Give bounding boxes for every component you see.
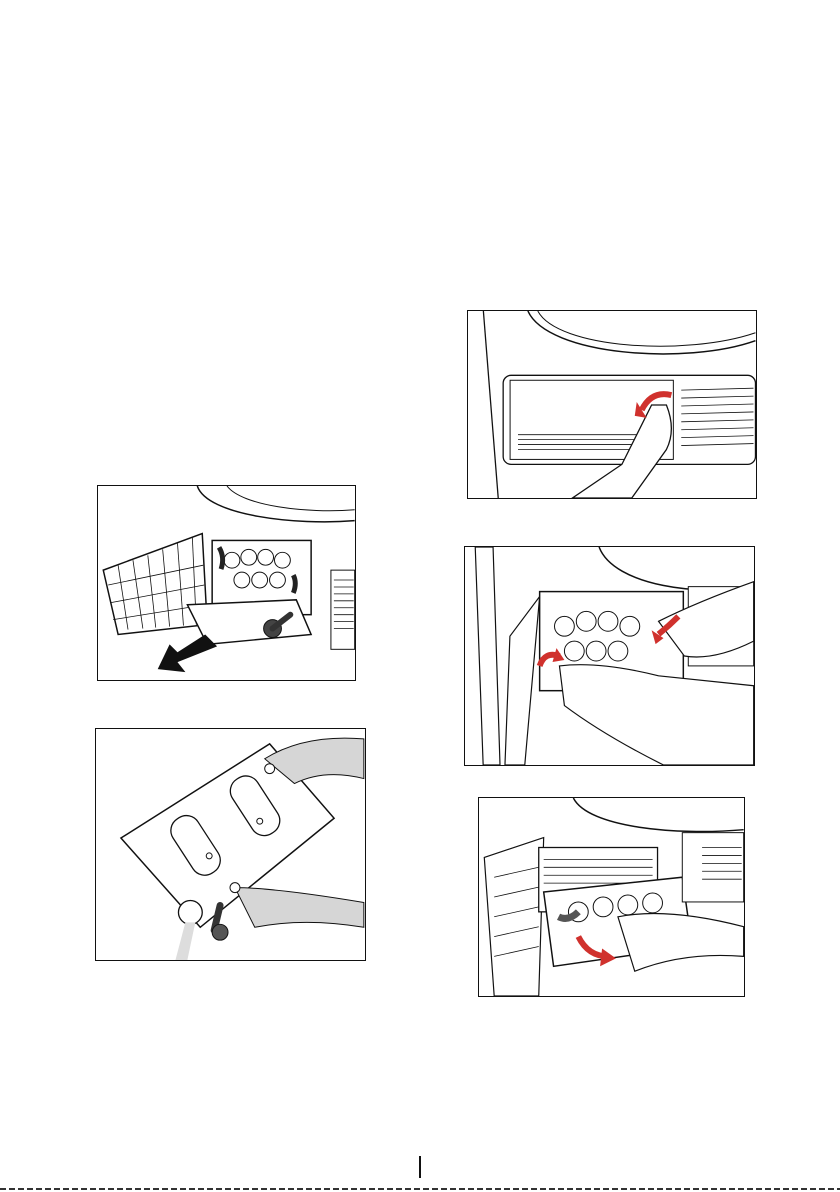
- illustration-svg: [479, 798, 744, 996]
- illustration-svg: [96, 729, 365, 960]
- open-kickplate-cover-illustration: [467, 310, 757, 499]
- release-condenser-clamps-illustration: [464, 546, 755, 766]
- illustration-svg: [468, 311, 756, 498]
- footer-rule: [0, 1188, 840, 1190]
- illustration-svg: [98, 486, 355, 680]
- page-marker: [419, 1156, 421, 1178]
- empty-water-tank-illustration: [95, 728, 366, 961]
- pull-out-condenser-illustration: [478, 797, 745, 997]
- open-kickplate-pull-water-tank-illustration: [97, 485, 356, 681]
- illustration-svg: [465, 547, 754, 765]
